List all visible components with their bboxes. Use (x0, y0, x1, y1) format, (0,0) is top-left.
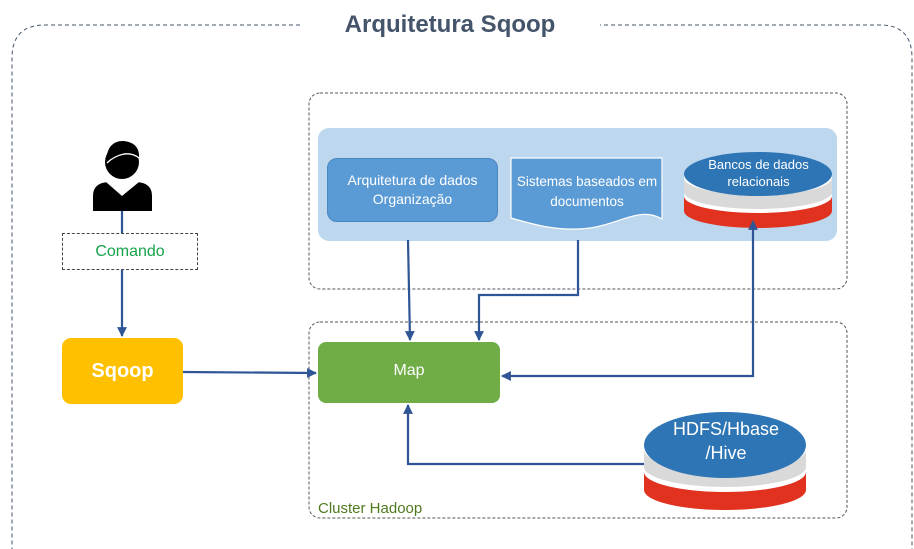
outer-frame (11, 24, 913, 549)
hdfs-db-icon (644, 412, 806, 510)
sqoop-to-map-arrow (182, 367, 317, 378)
hdfs-label: HDFS/Hbase /Hive (672, 419, 780, 463)
relational-db-icon (684, 152, 832, 228)
arch-to-map-arrow (404, 239, 415, 341)
architecture-node: Arquitetura de dados Organização (327, 158, 498, 222)
comando-box: Comando (62, 233, 198, 270)
hdfs-to-map-arrow (403, 404, 644, 466)
diagram-title: Arquitetura Sqoop (300, 8, 600, 42)
user-icon (93, 140, 152, 211)
relational-db-label: Bancos de dados relacionais (708, 157, 809, 189)
map-node: Map (318, 342, 500, 403)
db-map-bidirectional-arrow (501, 220, 758, 381)
architecture-label: Arquitetura de dados Organização (347, 172, 478, 207)
documents-label: Sistemas baseados em documentos (516, 174, 658, 209)
docs-to-map-arrow (474, 240, 580, 341)
cluster-hadoop-label: Cluster Hadoop (318, 500, 423, 517)
sqoop-node: Sqoop (62, 338, 183, 404)
